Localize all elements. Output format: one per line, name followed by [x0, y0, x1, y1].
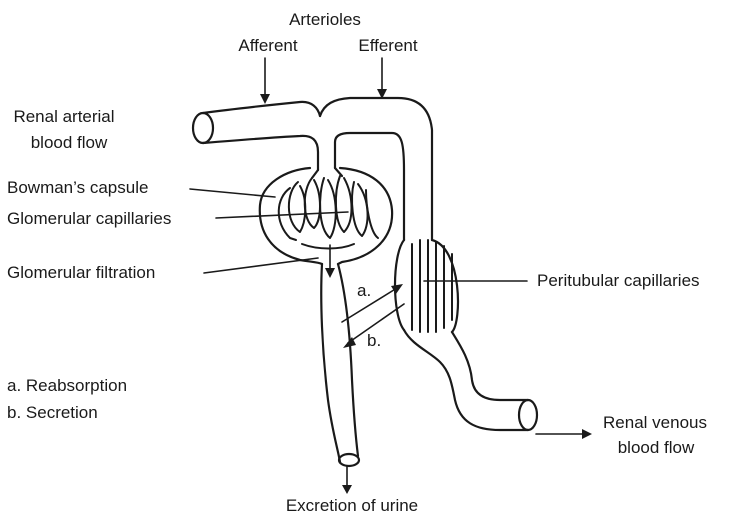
venous-arrow — [536, 429, 592, 439]
afferent-label: Afferent — [238, 36, 298, 55]
renal-venous-label-line1: Renal venous — [603, 413, 707, 432]
arterioles-label: Arterioles — [289, 10, 361, 29]
marker-a-label: a. — [357, 281, 371, 300]
renal-tubule — [321, 264, 359, 466]
glomerular-capillaries-leader — [216, 212, 348, 218]
filtration-arrow — [325, 245, 335, 278]
legend-reabsorption: a. Reabsorption — [7, 376, 127, 395]
vein-opening — [519, 400, 537, 430]
renal-arterial-label-line1: Renal arterial — [13, 107, 114, 126]
reabsorption-arrow — [342, 284, 403, 322]
tuft-base — [302, 244, 354, 249]
venous-arrowhead — [582, 429, 592, 439]
efferent-label: Efferent — [358, 36, 418, 55]
artery-wall-top — [203, 102, 320, 116]
renal-vein — [404, 330, 537, 430]
tubule-left-wall — [321, 264, 340, 462]
renal-venous-label-line2: blood flow — [618, 438, 695, 457]
glomerular-filtration-label: Glomerular filtration — [7, 263, 155, 282]
capsule-neck-right — [335, 168, 342, 176]
bowmans-capsule-label: Bowman’s capsule — [7, 178, 148, 197]
afferent-arrowhead — [260, 94, 270, 104]
excretion-arrowhead — [342, 485, 352, 494]
bowmans-capsule-leader — [190, 189, 275, 197]
peritubular-capillaries-label: Peritubular capillaries — [537, 271, 700, 290]
peritubular-capillary-bed — [395, 240, 458, 332]
artery-opening — [193, 113, 213, 143]
loop-7 — [366, 190, 378, 238]
afferent-arrow — [260, 58, 270, 104]
legend-secretion: b. Secretion — [7, 403, 98, 422]
loop-2 — [289, 182, 305, 232]
glomerular-filtration-leader — [204, 258, 318, 273]
capsule-neck-left — [312, 170, 318, 178]
vein-inner-wall — [452, 332, 528, 400]
tubule-opening — [339, 454, 359, 466]
reabsorption-arrowhead — [391, 284, 403, 294]
renal-arterial-label-line2: blood flow — [31, 133, 108, 152]
marker-b-label: b. — [367, 331, 381, 350]
excretion-arrow — [342, 466, 352, 494]
vein-outer-wall — [404, 330, 528, 430]
renal-artery — [193, 102, 320, 170]
loop-3 — [305, 178, 320, 228]
loop-4 — [320, 178, 336, 238]
filtration-arrowhead — [325, 268, 335, 278]
afferent-arteriole-wall — [203, 136, 318, 170]
efferent-inner-wall — [335, 133, 404, 240]
excretion-label: Excretion of urine — [286, 496, 418, 515]
loop-5 — [336, 176, 352, 232]
efferent-arrow — [377, 58, 387, 99]
glomerular-capillaries-label: Glomerular capillaries — [7, 209, 171, 228]
tubule-right-wall — [338, 264, 358, 456]
